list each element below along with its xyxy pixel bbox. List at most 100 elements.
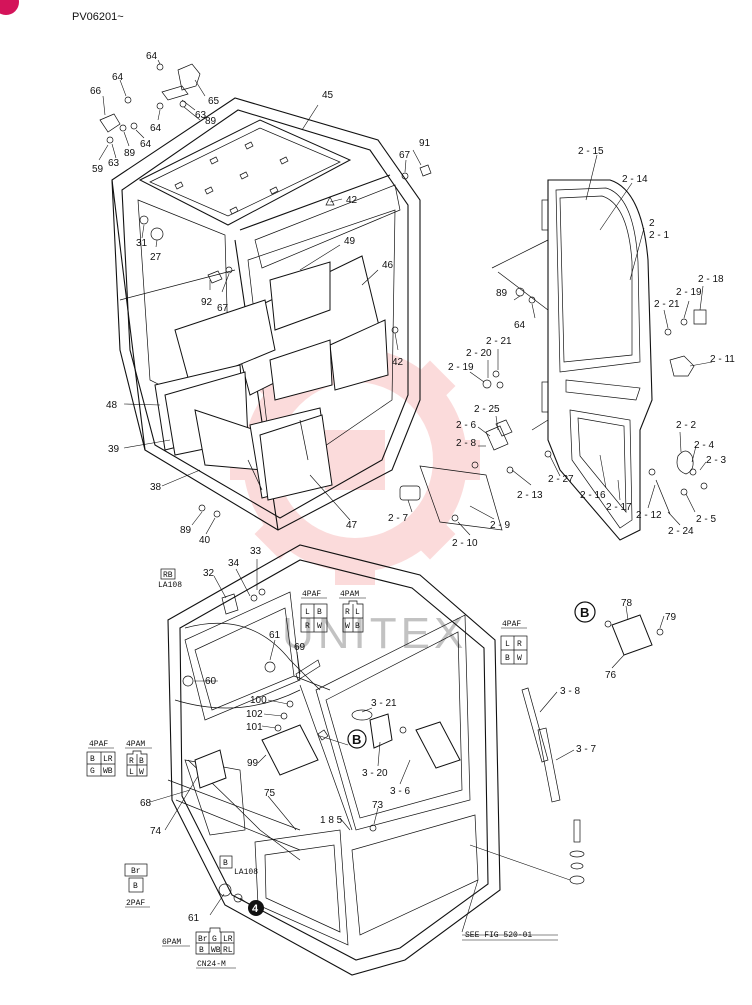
svg-text:66: 66 (90, 86, 102, 97)
svg-text:2 - 7: 2 - 7 (388, 513, 408, 524)
svg-text:2 - 12: 2 - 12 (636, 510, 662, 521)
svg-text:B: B (223, 859, 228, 868)
svg-text:34: 34 (228, 558, 240, 569)
lower-cab-frame (167, 544, 664, 976)
svg-text:4PAF: 4PAF (89, 740, 108, 749)
svg-text:B: B (317, 608, 322, 617)
svg-text:48: 48 (106, 400, 118, 411)
svg-text:68: 68 (140, 798, 152, 809)
svg-text:2 - 10: 2 - 10 (452, 538, 478, 549)
svg-text:G: G (90, 767, 95, 776)
connector-4paf-left: 4PAF B LR G WB (86, 740, 116, 777)
upper-leader-lines (98, 59, 422, 535)
svg-text:92: 92 (201, 297, 213, 308)
corner-badge-icon (0, 0, 19, 15)
svg-text:73: 73 (372, 800, 384, 811)
connector-4pam-left: 4PAM R B L W (125, 740, 152, 777)
svg-text:2 - 9: 2 - 9 (490, 520, 510, 531)
connector-2paf: Br B 2PAF (124, 863, 150, 908)
svg-text:WB: WB (211, 946, 221, 955)
svg-text:4PAF: 4PAF (502, 620, 521, 629)
svg-text:64: 64 (140, 139, 152, 150)
connector-6pam: 6PAM Br G LR B WB RL CN24-M (162, 927, 236, 969)
svg-text:B: B (352, 732, 361, 747)
svg-text:2 - 1: 2 - 1 (649, 230, 669, 241)
svg-text:101: 101 (246, 722, 263, 733)
upper-part-labels: 64 65 64 66 63 89 64 64 89 63 59 45 91 6… (90, 51, 431, 546)
svg-text:R: R (517, 640, 522, 649)
svg-text:CN24-M: CN24-M (197, 960, 226, 969)
svg-text:W: W (345, 622, 350, 631)
svg-text:L: L (129, 768, 134, 777)
svg-text:89: 89 (124, 148, 136, 159)
svg-text:38: 38 (150, 482, 162, 493)
door-assembly (399, 179, 708, 541)
svg-text:LR: LR (223, 935, 233, 944)
svg-text:2 - 5: 2 - 5 (696, 514, 716, 525)
svg-text:W: W (317, 622, 322, 631)
svg-text:100: 100 (250, 695, 267, 706)
svg-text:2 - 21: 2 - 21 (486, 336, 512, 347)
svg-text:27: 27 (150, 252, 162, 263)
svg-text:WB: WB (103, 767, 113, 776)
svg-text:91: 91 (419, 138, 431, 149)
svg-text:3 - 7: 3 - 7 (576, 744, 596, 755)
svg-text:LA108: LA108 (158, 581, 182, 590)
svg-text:31: 31 (136, 238, 148, 249)
svg-text:2 - 25: 2 - 25 (474, 404, 500, 415)
svg-text:2 - 13: 2 - 13 (517, 490, 543, 501)
svg-text:65: 65 (208, 96, 220, 107)
svg-text:61: 61 (269, 630, 281, 641)
svg-text:47: 47 (346, 520, 358, 531)
door-part-labels: 2 - 15 2 - 14 2 2 - 1 2 - 18 2 - 19 2 - … (388, 146, 735, 549)
svg-text:6PAM: 6PAM (162, 938, 181, 947)
svg-text:102: 102 (246, 709, 263, 720)
svg-text:67: 67 (399, 150, 411, 161)
lower-leader-lines (149, 559, 665, 936)
svg-text:Br: Br (198, 935, 208, 944)
svg-text:2: 2 (649, 218, 655, 229)
svg-text:3 - 6: 3 - 6 (390, 786, 410, 797)
svg-text:69: 69 (294, 642, 306, 653)
svg-text:2 - 14: 2 - 14 (622, 174, 648, 185)
connector-4paf-right: 4PAF L R B W (500, 620, 528, 665)
footer-reference: SEE FIG 520-01 (462, 931, 558, 941)
svg-text:B: B (355, 622, 360, 631)
svg-text:99: 99 (247, 758, 259, 769)
svg-text:64: 64 (112, 72, 124, 83)
svg-text:LA108: LA108 (234, 868, 258, 877)
svg-text:74: 74 (150, 826, 162, 837)
svg-text:LR: LR (103, 755, 113, 764)
diagram-code: PV06201~ (72, 11, 124, 23)
svg-text:75: 75 (264, 788, 276, 799)
svg-text:L: L (355, 608, 360, 617)
svg-text:39: 39 (108, 444, 120, 455)
upper-cab-frame (111, 97, 421, 531)
svg-text:46: 46 (382, 260, 394, 271)
svg-text:G: G (212, 935, 217, 944)
door-leader-lines (407, 154, 713, 536)
lower-part-labels: 33 34 32 61 69 60 100 102 101 99 68 74 7… (140, 546, 677, 924)
svg-text:89: 89 (496, 288, 508, 299)
svg-text:2 - 17: 2 - 17 (606, 502, 632, 513)
svg-text:59: 59 (92, 164, 104, 175)
svg-text:B: B (199, 946, 204, 955)
svg-text:RL: RL (223, 946, 233, 955)
svg-text:40: 40 (199, 535, 211, 546)
svg-text:63: 63 (108, 158, 120, 169)
svg-text:60: 60 (205, 676, 217, 687)
svg-text:3 - 20: 3 - 20 (362, 768, 388, 779)
svg-text:76: 76 (605, 670, 617, 681)
svg-text:63: 63 (195, 110, 207, 121)
svg-text:3 - 21: 3 - 21 (371, 698, 397, 709)
svg-text:42: 42 (392, 357, 404, 368)
svg-text:2 - 2: 2 - 2 (676, 420, 696, 431)
watermark-text: UNITEX (282, 609, 467, 658)
svg-text:B: B (139, 757, 144, 766)
svg-text:2 - 24: 2 - 24 (668, 526, 694, 537)
svg-text:1 8 5: 1 8 5 (320, 815, 343, 826)
svg-text:RB: RB (163, 571, 173, 580)
svg-text:2 - 20: 2 - 20 (466, 348, 492, 359)
